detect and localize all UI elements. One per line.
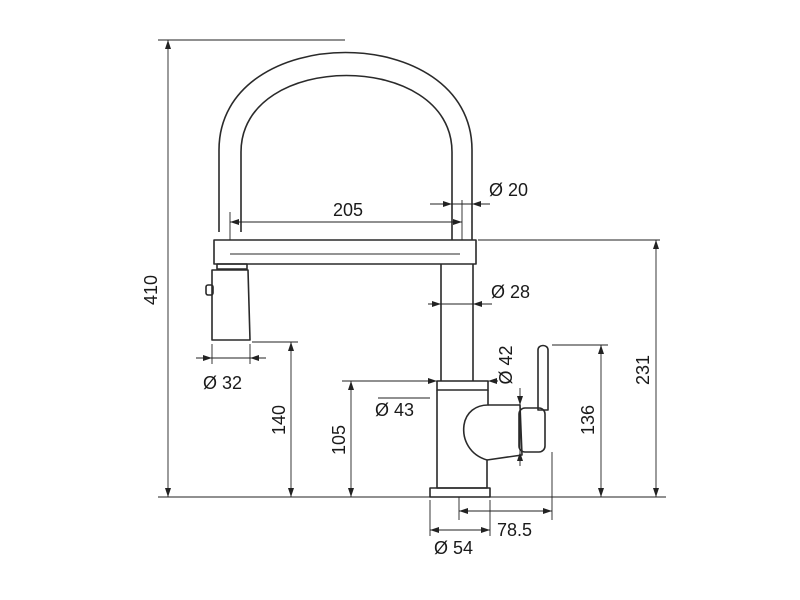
dim-d32-arrow-b [250, 355, 259, 361]
dim-d42-arrow-a [517, 396, 523, 405]
dim-136-arrow-top [598, 345, 604, 354]
dim-d28-arrow-b [473, 301, 482, 307]
hose-arc-outer [218, 51, 473, 240]
dim-d42-arrow-b [517, 452, 523, 461]
dim-d28-arrow-a [432, 301, 441, 307]
spout-arm [213, 239, 477, 265]
faucet-outline [205, 51, 549, 498]
dim-410-arrow-bottom [165, 488, 171, 497]
lever-handle [537, 344, 549, 411]
spray-head [211, 269, 251, 341]
dim-78-arrow-left [459, 508, 468, 514]
dim-d32-label: Ø 32 [203, 373, 242, 393]
dim-d20-arrow-a [443, 201, 452, 207]
dim-78-label: 78.5 [497, 520, 532, 540]
dim-205-arrow-right [453, 219, 462, 225]
dim-105-label: 105 [329, 425, 349, 455]
dim-231-arrow-top [653, 240, 659, 249]
lever-housing [486, 404, 523, 461]
lever-knob [518, 407, 546, 453]
dim-d54-arrow-right [481, 527, 490, 533]
hose-arc-inner [240, 74, 453, 240]
dim-205-label: 205 [333, 200, 363, 220]
faucet-column [440, 264, 474, 381]
dim-d43-label: Ø 43 [375, 400, 414, 420]
base-plate [429, 487, 491, 498]
dim-105-arrow-top [348, 381, 354, 390]
dim-231-label: 231 [633, 355, 653, 385]
dim-231-arrow-bottom [653, 488, 659, 497]
dim-205-arrow-left [230, 219, 239, 225]
dim-d20-arrow-b [472, 201, 481, 207]
faucet-body [436, 390, 489, 489]
dim-410-arrow-top [165, 40, 171, 49]
dim-105-arrow-bottom [348, 488, 354, 497]
dim-136-arrow-bottom [598, 488, 604, 497]
dim-140-label: 140 [269, 405, 289, 435]
dim-136-label: 136 [578, 405, 598, 435]
dim-d42-label: Ø 42 [496, 345, 516, 384]
dim-d32-arrow-a [203, 355, 212, 361]
spray-head-button [205, 284, 214, 296]
body-collar [436, 380, 489, 391]
dim-d20-label: Ø 20 [489, 180, 528, 200]
dim-d54-arrow-left [430, 527, 439, 533]
dim-140-arrow-top [288, 342, 294, 351]
dim-d43-arrow-b [488, 378, 497, 384]
spray-head-collar [216, 263, 248, 270]
dim-d43-arrow-a [428, 378, 437, 384]
dim-140-arrow-bottom [288, 488, 294, 497]
dim-410-label: 410 [141, 275, 161, 305]
dimension-lines: 410 205 Ø 20 Ø 28 Ø 42 Ø 43 [141, 39, 666, 558]
dim-d28-label: Ø 28 [491, 282, 530, 302]
dim-78-arrow-right [543, 508, 552, 514]
dim-d54-label: Ø 54 [434, 538, 473, 558]
